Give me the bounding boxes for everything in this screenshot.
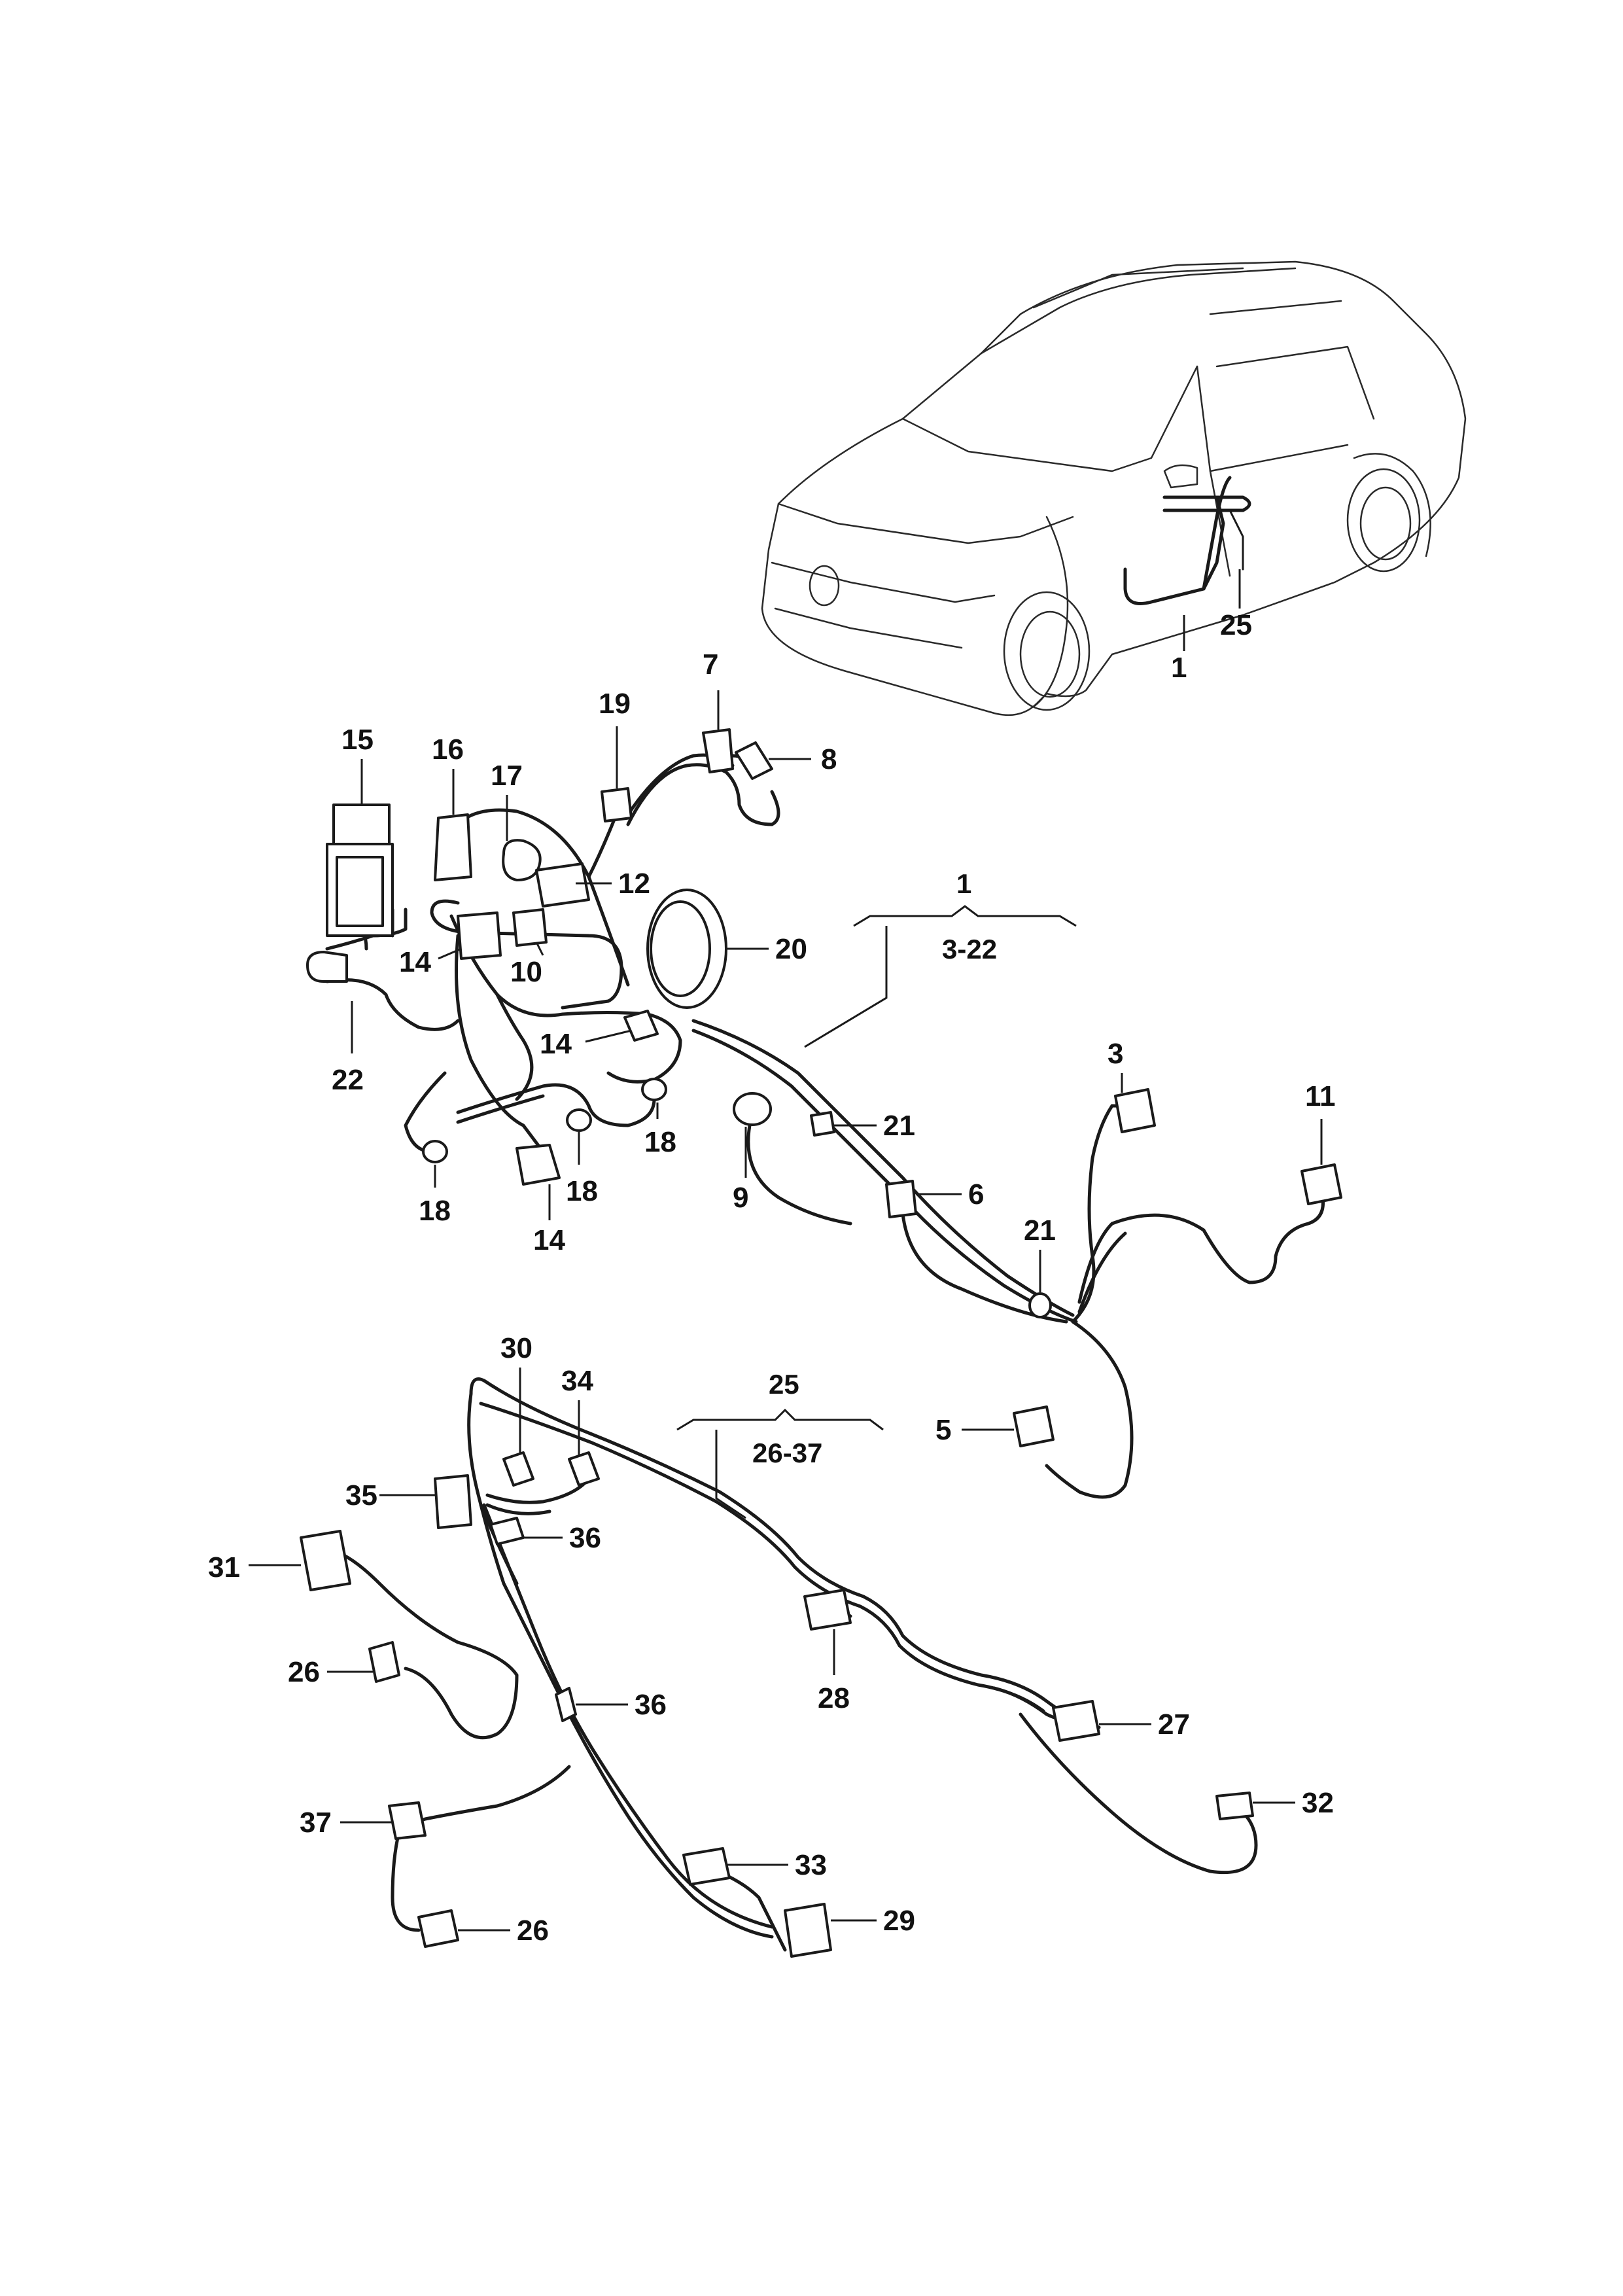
- callout-15: 15: [341, 724, 374, 756]
- part-14-connector-c: 14: [515, 1144, 565, 1256]
- part-3-connector: 3: [1108, 1038, 1156, 1133]
- callout-8: 8: [821, 743, 837, 775]
- part-30-connector: 30: [500, 1332, 534, 1487]
- part-18-grommet-a: 18: [419, 1140, 451, 1227]
- part-8-connector: 8: [735, 741, 837, 780]
- callout-18-a: 18: [419, 1195, 451, 1227]
- callout-5: 5: [935, 1414, 951, 1446]
- callout-25: 25: [1220, 609, 1252, 641]
- part-20-grommet: 20: [646, 889, 807, 1009]
- callout-17: 17: [491, 760, 523, 792]
- part-16-connector: 16: [432, 733, 472, 881]
- callout-37: 37: [300, 1807, 332, 1839]
- part-18-grommet-b: 18: [566, 1108, 598, 1207]
- callout-18-b: 18: [566, 1175, 598, 1207]
- group-label-1: 1: [956, 868, 971, 899]
- callout-9: 9: [733, 1182, 748, 1214]
- callout-29: 29: [883, 1905, 915, 1937]
- part-18-grommet-c: 18: [641, 1078, 676, 1158]
- group-range-25: 26-37: [752, 1438, 822, 1468]
- part-32-connector: 32: [1215, 1787, 1334, 1820]
- part-17-clip: 17: [491, 760, 542, 881]
- part-36-clip-a: 36: [489, 1517, 601, 1554]
- callout-7: 7: [703, 648, 718, 680]
- part-14-connector-a: 14: [399, 911, 502, 978]
- callout-26-a: 26: [288, 1656, 320, 1688]
- part-11-connector: 11: [1300, 1080, 1342, 1205]
- group-bracket-harness-25: 25 26-37: [676, 1369, 884, 1519]
- callout-16: 16: [432, 733, 464, 766]
- part-7-connector: 7: [702, 648, 734, 773]
- callout-26-b: 26: [517, 1915, 549, 1947]
- part-36-clip-b: 36: [555, 1687, 667, 1722]
- callout-1: 1: [1171, 652, 1187, 684]
- harness-1: [325, 753, 1325, 1499]
- vehicle-illustration: [761, 260, 1467, 716]
- part-35-connector: 35: [345, 1474, 472, 1529]
- part-15-relay-box: 15: [326, 724, 394, 937]
- callout-32: 32: [1302, 1787, 1334, 1819]
- part-14-connector-b: 14: [540, 1010, 659, 1060]
- part-6-connector: 6: [885, 1178, 984, 1218]
- callout-19: 19: [599, 688, 631, 720]
- callout-36-b: 36: [635, 1689, 667, 1721]
- part-19-connector: 19: [599, 688, 633, 822]
- callout-14-c: 14: [533, 1224, 565, 1256]
- callout-27: 27: [1158, 1708, 1190, 1740]
- callout-21-a: 21: [883, 1110, 915, 1142]
- callout-28: 28: [818, 1682, 850, 1714]
- car-callout-25: 25: [1220, 569, 1252, 641]
- callout-3: 3: [1108, 1038, 1123, 1070]
- callout-34: 34: [561, 1365, 593, 1397]
- part-22-tube: 22: [306, 951, 364, 1096]
- callout-11: 11: [1305, 1080, 1336, 1112]
- group-bracket-harness-1: 1 3-22: [804, 868, 1077, 1048]
- part-31-bracket: 31: [208, 1530, 351, 1591]
- part-21-clip-a: 21: [810, 1110, 915, 1142]
- part-34-connector: 34: [561, 1365, 600, 1487]
- callout-6: 6: [968, 1178, 984, 1210]
- callout-18-c: 18: [644, 1126, 676, 1158]
- callout-14-b: 14: [540, 1028, 572, 1060]
- group-label-25: 25: [769, 1369, 799, 1400]
- part-9-grommet: 9: [733, 1092, 772, 1214]
- part-37-connector: 37: [300, 1801, 427, 1840]
- part-5-connector: 5: [935, 1405, 1055, 1447]
- part-33-connector: 33: [682, 1847, 827, 1886]
- callout-14-a: 14: [399, 946, 431, 978]
- car-callout-1: 1: [1171, 615, 1187, 684]
- callout-20: 20: [775, 933, 807, 965]
- part-21-clip-b: 21: [1024, 1214, 1056, 1318]
- callout-35: 35: [345, 1479, 377, 1511]
- part-26-connector-b: 26: [417, 1909, 549, 1948]
- callout-33: 33: [795, 1849, 827, 1881]
- group-range-1: 3-22: [942, 934, 997, 964]
- part-29-connector: 29: [784, 1903, 915, 1958]
- part-10-connector: 10: [510, 908, 548, 988]
- part-28-connector: 28: [803, 1589, 852, 1714]
- part-26-connector-a: 26: [288, 1641, 400, 1688]
- callout-22: 22: [332, 1064, 364, 1096]
- callout-21-b: 21: [1024, 1214, 1056, 1246]
- callout-12: 12: [618, 868, 650, 900]
- part-12-connector: 12: [535, 862, 650, 908]
- callout-31: 31: [208, 1551, 240, 1583]
- callout-30: 30: [500, 1332, 532, 1364]
- callout-10: 10: [510, 956, 542, 988]
- part-27-connector: 27: [1052, 1700, 1190, 1742]
- callout-36-a: 36: [569, 1522, 601, 1554]
